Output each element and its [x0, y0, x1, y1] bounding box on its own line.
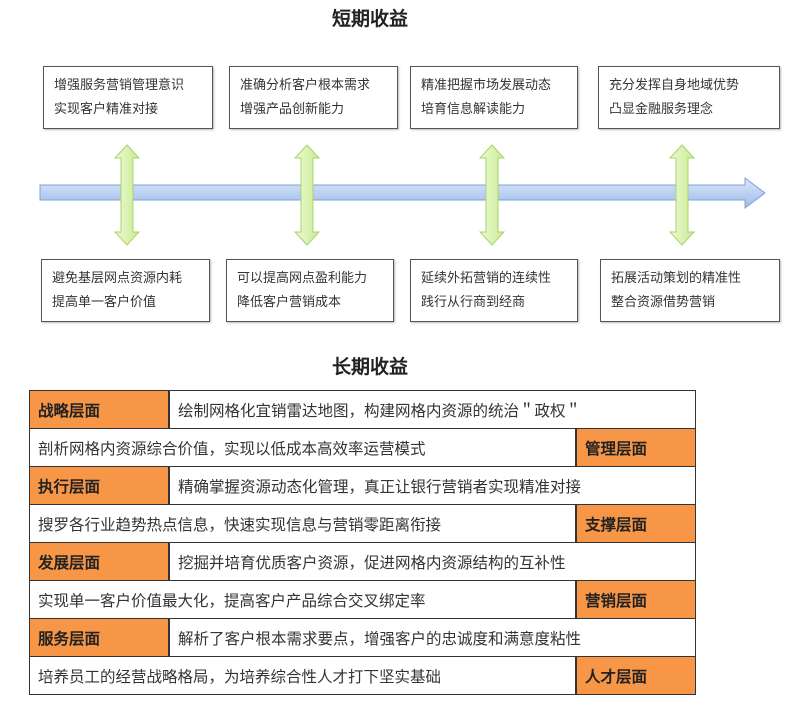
box-line: 增强产品创新能力 [240, 102, 345, 117]
double-arrow-icon [293, 144, 321, 246]
level-description: 实现单一客户价值最大化，提高客户产品综合交叉绑定率 [29, 580, 576, 619]
box-line: 整合资源借势营销 [611, 295, 716, 310]
double-arrow-icon [113, 144, 141, 246]
box-line: 延续外拓营销的连续性 [421, 271, 552, 286]
top-box: 增强服务营销管理意识实现客户精准对接 [43, 66, 213, 129]
table-row: 培养员工的经营战略格局，为培养综合性人才打下坚实基础人才层面 [29, 656, 696, 695]
level-description: 绘制网格化宜销雷达地图，构建网格内资源的统治＂政权＂ [169, 390, 696, 429]
level-label: 服务层面 [29, 618, 169, 657]
level-label: 发展层面 [29, 542, 169, 581]
level-description: 挖掘并培育优质客户资源，促进网格内资源结构的互补性 [169, 542, 696, 581]
table-row: 发展层面挖掘并培育优质客户资源，促进网格内资源结构的互补性 [29, 542, 696, 581]
level-description: 解析了客户根本需求要点，增强客户的忠诚度和满意度粘性 [169, 618, 696, 657]
level-label: 支撑层面 [576, 504, 696, 543]
box-line: 培育信息解读能力 [421, 102, 526, 117]
table-row: 执行层面精确掌握资源动态化管理，真正让银行营销者实现精准对接 [29, 466, 696, 505]
box-line: 准确分析客户根本需求 [240, 78, 371, 93]
short-term-title: 短期收益 [331, 8, 408, 30]
table-row: 服务层面解析了客户根本需求要点，增强客户的忠诚度和满意度粘性 [29, 618, 696, 657]
level-label: 管理层面 [576, 428, 696, 467]
box-line: 实现客户精准对接 [54, 102, 159, 117]
bottom-box: 延续外拓营销的连续性践行从行商到经商 [410, 259, 578, 322]
box-line: 避免基层网点资源内耗 [52, 271, 183, 286]
bottom-box: 拓展活动策划的精准性整合资源借势营销 [600, 259, 780, 322]
timeline-graphic [39, 144, 766, 246]
box-line: 精准把握市场发展动态 [421, 78, 552, 93]
level-label: 人才层面 [576, 656, 696, 695]
timeline-arrow [39, 177, 766, 209]
top-box: 充分发挥自身地域优势凸显金融服务理念 [598, 66, 780, 129]
bottom-box: 避免基层网点资源内耗提高单一客户价值 [41, 259, 210, 322]
box-line: 降低客户营销成本 [237, 295, 342, 310]
top-box: 准确分析客户根本需求增强产品创新能力 [229, 66, 398, 129]
double-arrow-icon [478, 144, 506, 246]
level-label: 营销层面 [576, 580, 696, 619]
double-arrow-icon [668, 144, 696, 246]
table-row: 剖析网格内资源综合价值，实现以低成本高效率运营模式管理层面 [29, 428, 696, 467]
level-description: 精确掌握资源动态化管理，真正让银行营销者实现精准对接 [169, 466, 696, 505]
long-term-title: 长期收益 [331, 356, 408, 378]
box-line: 可以提高网点盈利能力 [237, 271, 368, 286]
level-label: 战略层面 [29, 390, 169, 429]
top-box: 精准把握市场发展动态培育信息解读能力 [410, 66, 578, 129]
box-line: 凸显金融服务理念 [609, 102, 714, 117]
box-line: 践行从行商到经商 [421, 295, 526, 310]
box-line: 充分发挥自身地域优势 [609, 78, 740, 93]
box-line: 增强服务营销管理意识 [54, 78, 185, 93]
box-line: 提高单一客户价值 [52, 295, 157, 310]
table-row: 搜罗各行业趋势热点信息，快速实现信息与营销零距离衔接支撑层面 [29, 504, 696, 543]
table-row: 战略层面绘制网格化宜销雷达地图，构建网格内资源的统治＂政权＂ [29, 390, 696, 429]
level-label: 执行层面 [29, 466, 169, 505]
long-term-table: 战略层面绘制网格化宜销雷达地图，构建网格内资源的统治＂政权＂剖析网格内资源综合价… [29, 390, 696, 695]
bottom-box: 可以提高网点盈利能力降低客户营销成本 [226, 259, 394, 322]
level-description: 剖析网格内资源综合价值，实现以低成本高效率运营模式 [29, 428, 576, 467]
table-row: 实现单一客户价值最大化，提高客户产品综合交叉绑定率营销层面 [29, 580, 696, 619]
level-description: 搜罗各行业趋势热点信息，快速实现信息与营销零距离衔接 [29, 504, 576, 543]
box-line: 拓展活动策划的精准性 [611, 271, 742, 286]
level-description: 培养员工的经营战略格局，为培养综合性人才打下坚实基础 [29, 656, 576, 695]
